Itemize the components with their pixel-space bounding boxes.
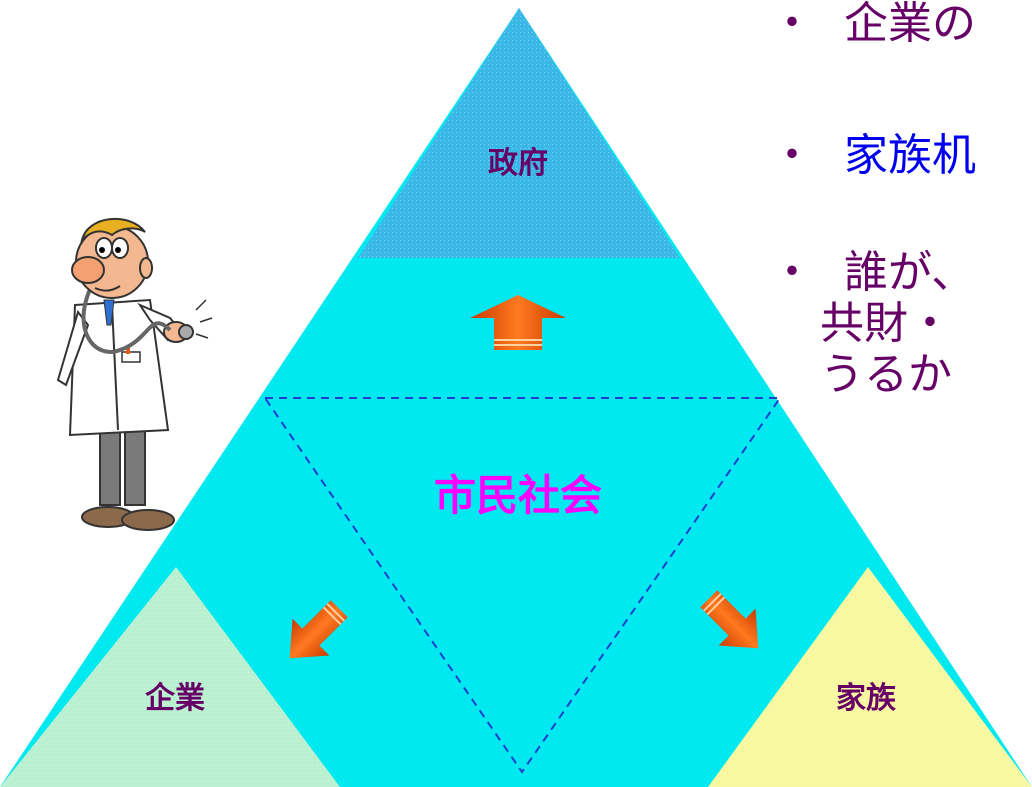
up-arrow-icon xyxy=(470,295,566,350)
bullet-list: ・企業の ・家族机 ・誰が、 共財・ うるか xyxy=(770,0,1032,787)
civil-society-label: 市民社会 xyxy=(434,471,602,520)
civil-society-dashed-outline xyxy=(263,397,782,774)
government-label: 政府 xyxy=(488,146,548,181)
bullet-text-1: 企業の xyxy=(844,0,976,49)
bullet-marker: ・ xyxy=(770,247,814,298)
bullet-item-3: ・誰が、 xyxy=(770,247,975,299)
down-left-arrow-icon xyxy=(289,600,348,659)
bullet-marker: ・ xyxy=(770,130,814,181)
doctor-with-stethoscope-icon xyxy=(56,217,213,531)
bullet-text-2: 家族机 xyxy=(844,130,976,181)
family-label: 家族 xyxy=(836,681,897,716)
down-right-arrow-icon xyxy=(700,590,759,649)
bullet-item-1: ・企業の xyxy=(770,0,976,50)
bullet-text-3-line3: うるか xyxy=(820,349,952,400)
companies-label: 企業 xyxy=(145,681,205,716)
bullet-text-3-line1: 誰が、 xyxy=(844,247,976,298)
civil-society-region xyxy=(0,8,1032,787)
bullet-item-2: ・家族机 xyxy=(770,130,976,182)
bullet-text-3-line2: 共財・ xyxy=(820,298,952,349)
bullet-marker: ・ xyxy=(770,0,814,49)
